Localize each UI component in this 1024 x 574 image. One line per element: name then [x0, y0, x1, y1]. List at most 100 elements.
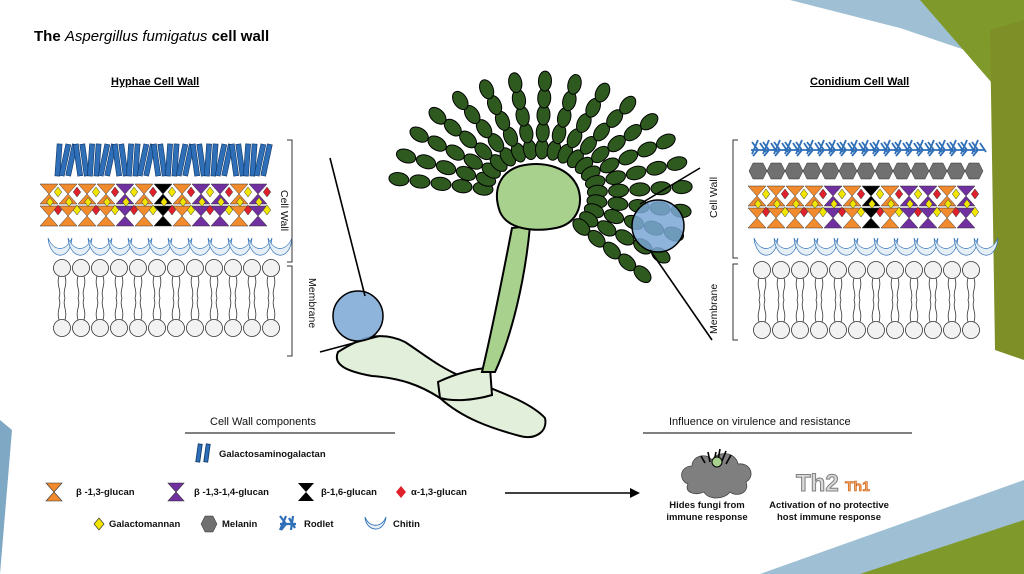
legend-label-alpha-1-3-glucan: α-1,3-glucan	[411, 487, 467, 498]
melanin	[820, 162, 840, 180]
beta-1-3-1-4-glucan	[956, 185, 976, 207]
foot-cell	[436, 366, 494, 402]
chitin	[753, 237, 779, 256]
influence-heading: Influence on virulence and resistance	[669, 416, 851, 428]
lipid-head	[243, 319, 261, 337]
lipid-head	[962, 261, 980, 279]
lipid-head	[962, 321, 980, 339]
alpha-1-3-glucan	[951, 206, 961, 218]
galactomannan	[167, 186, 177, 198]
lipid-tail	[266, 275, 276, 299]
galactomannan	[970, 206, 980, 218]
galactosaminogalactan	[228, 143, 240, 177]
conidium-spore	[607, 196, 629, 211]
lipid-head	[91, 319, 109, 337]
lipid-tail	[171, 275, 181, 299]
conidium-spore	[415, 154, 437, 170]
galactomannan	[894, 206, 904, 218]
galactosaminogalactan	[165, 143, 173, 177]
chitin	[87, 237, 113, 256]
vesicle	[495, 163, 581, 231]
galactomannan	[773, 199, 781, 209]
lipid-head	[224, 319, 242, 337]
lipid-head	[186, 259, 204, 277]
legend-label-beta-1-3-1-4-glucan: β -1,3-1,4-glucan	[194, 487, 269, 498]
lipid-head	[791, 321, 809, 339]
rodlet	[861, 139, 877, 157]
galactomannan	[65, 197, 73, 207]
lipid-tail	[909, 277, 919, 301]
lipid-head	[53, 319, 71, 337]
galactomannan	[780, 206, 790, 218]
rodlet	[971, 139, 987, 157]
galactomannan	[925, 199, 933, 209]
influence-section: Th2 Th1	[643, 432, 912, 499]
chitin-layer	[753, 237, 999, 256]
galactomannan	[53, 186, 63, 198]
lipid-tail	[247, 275, 257, 299]
alpha-1-3-glucan	[262, 186, 272, 198]
title-species: Aspergillus fumigatus	[64, 28, 208, 45]
galactomannan	[761, 188, 771, 200]
lipid-tail	[966, 277, 976, 301]
chitin	[873, 237, 899, 256]
chitin	[47, 237, 73, 256]
connector-line	[649, 249, 713, 341]
galactomannan	[179, 197, 187, 207]
alpha-1-3-glucan	[148, 186, 158, 198]
cell-wall-bracket	[287, 139, 293, 263]
galactomannan	[46, 197, 54, 207]
lipid-tail	[947, 277, 957, 301]
beta-1-3-1-4-glucan	[115, 183, 135, 205]
lipid-tail	[852, 277, 862, 301]
alpha-1-3-glucan	[224, 186, 234, 198]
lipid-head	[886, 261, 904, 279]
galactosaminogalactan	[157, 143, 168, 177]
melanin	[946, 162, 966, 180]
beta-1-3-glucan	[134, 183, 154, 205]
conidium-spore	[451, 179, 473, 194]
rodlet	[839, 139, 855, 157]
lipid-tail	[966, 299, 976, 323]
lipid-head	[810, 321, 828, 339]
alpha-1-3-glucan	[72, 186, 82, 198]
chitin	[227, 237, 253, 256]
lipid-tail	[209, 275, 219, 299]
galactosaminogalactan	[132, 143, 141, 177]
hyphae-zoom-circle	[332, 290, 384, 342]
galactomannan	[262, 204, 272, 216]
conidium-spore	[633, 265, 652, 284]
lipid-head	[148, 319, 166, 337]
hyphae-membrane-label: Membrane	[306, 278, 318, 329]
glucan-layer	[39, 183, 272, 227]
beta-1-3-glucan	[39, 183, 59, 205]
galactomannan	[255, 197, 263, 207]
galactosaminogalactan-icon	[195, 443, 211, 463]
legend-label-beta-1-6-glucan: β-1,6-glucan	[321, 487, 377, 498]
conidium-zoom-circle	[631, 199, 685, 253]
galactosaminogalactan	[118, 143, 129, 177]
galactomannan	[160, 197, 168, 207]
conidium-cell-wall-diagram	[732, 139, 999, 341]
galactomannan	[186, 204, 196, 216]
decorative-corner-bottom	[0, 420, 1024, 574]
rodlet	[883, 139, 899, 157]
galactomannan	[913, 188, 923, 200]
hyphae-cell-wall-diagram	[39, 139, 293, 357]
conidium-spore	[618, 149, 639, 166]
beta-1-3-1-4-glucan	[823, 185, 843, 207]
galactomannan	[932, 206, 942, 218]
conidium-spore	[625, 165, 647, 181]
conidium-spore	[445, 144, 465, 161]
membrane-bilayer	[753, 261, 980, 339]
lipid-head	[943, 261, 961, 279]
lipid-tail	[757, 277, 767, 301]
lipid-head	[829, 321, 847, 339]
lipid-tail	[57, 275, 67, 299]
lipid-head	[91, 259, 109, 277]
th2-label: Th2	[796, 470, 839, 497]
galactomannan	[129, 186, 139, 198]
alpha-1-3-glucan	[818, 188, 828, 200]
lipid-head	[205, 319, 223, 337]
lipid-head	[810, 261, 828, 279]
